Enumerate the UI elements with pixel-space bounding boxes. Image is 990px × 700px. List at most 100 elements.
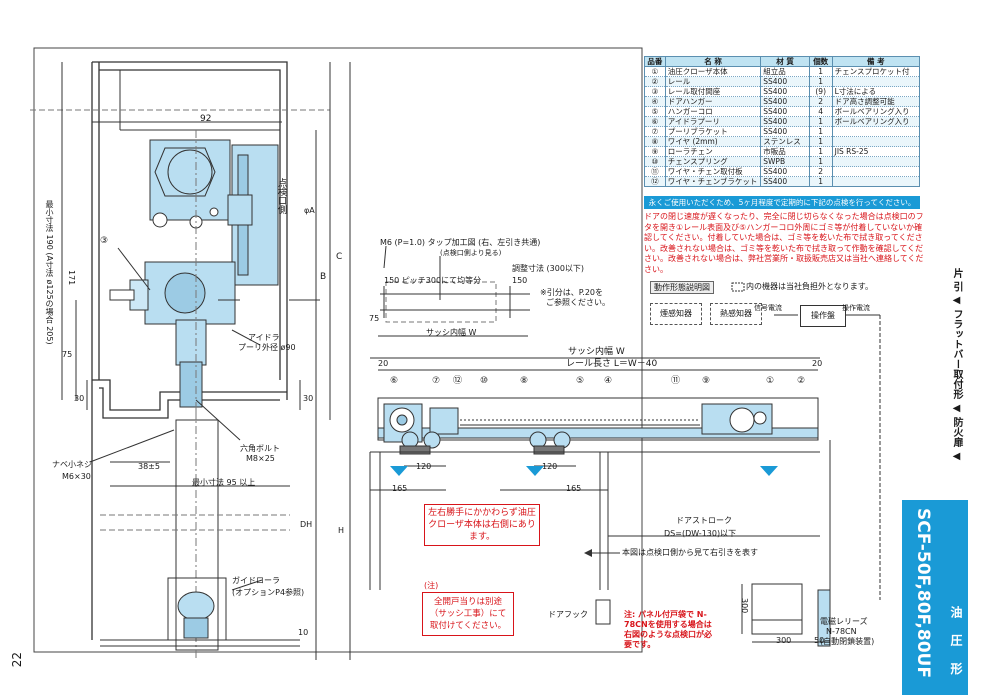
cell-no: ① [644,66,666,77]
tap-title: M6 (P=1.0) タップ加工図 (右、左引き共通) [380,238,541,247]
tap-dim-75: 75 [369,314,380,323]
tap-pitch: 150 ピッチ300にて均等分 [384,276,482,285]
callout-12: ⑫ [453,376,463,386]
cell-material: SS400 [760,126,810,137]
door-stroke-formula: DS=(DW-130)以下 [664,529,737,538]
dim-min-95: 最小寸法 95 以上 [192,478,256,487]
door-hook-label: ドアフック [548,610,588,619]
callout-11: ⑪ [671,376,681,386]
header-no: 品番 [644,56,666,67]
callout-10: ⑩ [480,376,489,386]
view-direction-note: 本図は点検口側から見て右引きを表す [622,548,758,557]
flow-title: 動作形態説明図 [650,281,714,294]
guide-roller-label: ガイドローラ [232,576,280,585]
rail-dim-120-left: 120 [416,462,432,471]
cell-remarks [831,76,921,87]
cell-no: ⑧ [644,136,666,147]
dim-300-vertical: 300 [740,598,749,614]
label-H: H [338,526,345,535]
dim-300-horizontal: 300 [776,636,792,645]
cell-no: ④ [644,96,666,107]
cell-material: ステンレス [760,136,810,147]
cell-no: ② [644,76,666,87]
cell-material: SS400 [760,86,810,97]
cell-name: レール取付間座 [664,86,762,97]
part-3-callout: ③ [100,236,109,246]
cell-material: SS400 [760,96,810,107]
label-C: C [336,252,343,262]
cell-name: レール [664,76,762,87]
panel-note: 注: パネル付戸袋で N-78CNを使用する場合は右図のような点検口が必要です。 [624,610,712,649]
rail-dim-20-left: 20 [378,359,389,368]
cell-no: ⑤ [644,106,666,117]
cell-material: SWPB [760,156,810,167]
callout-8: ⑧ [520,376,529,386]
cell-no: ⑫ [644,176,666,187]
callout-5: ⑤ [576,376,585,386]
cell-no: ⑦ [644,126,666,137]
attention-box: 全開戸当りは別途（サッシ工事）にて取付けてください。 [422,592,514,636]
dim-92: 92 [200,114,212,124]
callout-1: ① [766,376,775,386]
cell-qty: 1 [808,116,833,127]
guide-roller-note: (オプションP4参照) [232,588,305,597]
dim-30-right: 30 [303,394,314,403]
screw-label: ナベ小ネジ [52,460,92,469]
rail-dim-165-right: 165 [566,484,582,493]
cell-qty: 1 [808,76,833,87]
header-qty: 個数 [808,56,833,67]
parts-table-header: 品番 名 称 材 質 個数 備 考 [644,56,921,67]
header-name: 名 称 [664,56,762,67]
magnet-label: 電磁レリーズ [820,617,868,626]
cell-remarks [831,126,921,137]
cell-remarks [831,136,921,147]
cell-remarks [831,156,921,167]
cell-name: ローラチェン [664,146,762,157]
idler-label-2: プーリ外径 ø90 [238,343,296,352]
smoke-detector-box: 煙感知器 [650,303,702,325]
cell-no: ③ [644,86,666,97]
cell-remarks [831,176,921,187]
header-material: 材 質 [760,56,810,67]
cell-name: 油圧クローザ本体 [664,66,762,77]
cell-qty: 1 [808,146,833,157]
dim-10: 10 [298,628,309,637]
cell-qty: 1 [808,66,833,77]
callout-2: ② [797,376,806,386]
cell-material: SS400 [760,166,810,177]
flow-legend: 内の機器は当社負担外となります。 [746,282,873,291]
attention-mark: (注) [424,581,439,590]
maintenance-notice-text: ドアの閉じ速度が遅くなったり、完全に閉じ切らなくなった場合は点検口のフタを開き①… [644,212,924,274]
screw-size: M6×30 [62,472,91,481]
cell-name: ワイヤ・チェン取付板 [664,166,762,177]
header-remarks: 備 考 [831,56,921,67]
side-tab-model-bg [902,500,944,695]
cell-qty: 4 [808,106,833,117]
side-tab-model: SCF-50F,80F,80UF [913,508,933,678]
cell-name: アイドラプーリ [664,116,762,127]
dim-75: 75 [62,350,73,359]
cell-name: ワイヤ・チェンブラケット [664,176,762,187]
cell-name: プーリブラケット [664,126,762,137]
maintenance-notice-bar: 永くご使用いただくため、5ヶ月程度で定期的に下記の点検を行ってください。 [644,196,920,209]
rail-dim-165-left: 165 [392,484,408,493]
cell-name: ドアハンガー [664,96,762,107]
cell-qty: 1 [808,136,833,147]
cell-no: ⑥ [644,116,666,127]
dim-30-left: 30 [74,394,85,403]
tap-ref: ※引分は、P.20を [540,288,604,297]
bolt-label: 六角ボルト [240,444,280,453]
